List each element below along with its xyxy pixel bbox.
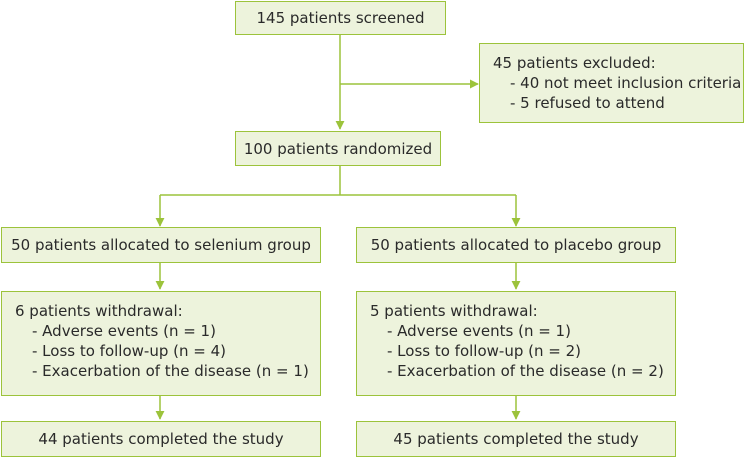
selenium-withdrawal-item: - Adverse events (n = 1) — [32, 322, 216, 340]
selenium-allocated-box: 50 patients allocated to selenium group — [1, 227, 321, 263]
randomized-box: 100 patients randomized — [235, 131, 441, 166]
screened-text: 145 patients screened — [256, 9, 425, 27]
selenium-completed-text: 44 patients completed the study — [38, 430, 284, 448]
excluded-title: 45 patients excluded: — [493, 54, 656, 72]
screened-box: 145 patients screened — [235, 1, 446, 35]
placebo-withdrawal-box: 5 patients withdrawal: - Adverse events … — [356, 291, 676, 396]
placebo-completed-text: 45 patients completed the study — [393, 430, 639, 448]
selenium-completed-box: 44 patients completed the study — [1, 421, 321, 457]
placebo-withdrawal-item: - Loss to follow-up (n = 2) — [387, 342, 581, 360]
excluded-item: - 40 not meet inclusion criteria — [510, 74, 742, 92]
placebo-allocated-box: 50 patients allocated to placebo group — [356, 227, 676, 263]
placebo-allocated-text: 50 patients allocated to placebo group — [370, 236, 662, 254]
selenium-withdrawal-title: 6 patients withdrawal: — [15, 302, 183, 320]
excluded-box: 45 patients excluded: - 40 not meet incl… — [479, 43, 744, 123]
placebo-completed-box: 45 patients completed the study — [356, 421, 676, 457]
randomized-text: 100 patients randomized — [243, 139, 433, 158]
selenium-withdrawal-item: - Exacerbation of the disease (n = 1) — [32, 362, 309, 380]
selenium-allocated-text: 50 patients allocated to selenium group — [11, 236, 311, 254]
excluded-item: - 5 refused to attend — [510, 94, 665, 112]
selenium-withdrawal-box: 6 patients withdrawal: - Adverse events … — [1, 291, 321, 396]
placebo-withdrawal-item: - Exacerbation of the disease (n = 2) — [387, 362, 664, 380]
placebo-withdrawal-item: - Adverse events (n = 1) — [387, 322, 571, 340]
placebo-withdrawal-title: 5 patients withdrawal: — [370, 302, 538, 320]
selenium-withdrawal-item: - Loss to follow-up (n = 4) — [32, 342, 226, 360]
